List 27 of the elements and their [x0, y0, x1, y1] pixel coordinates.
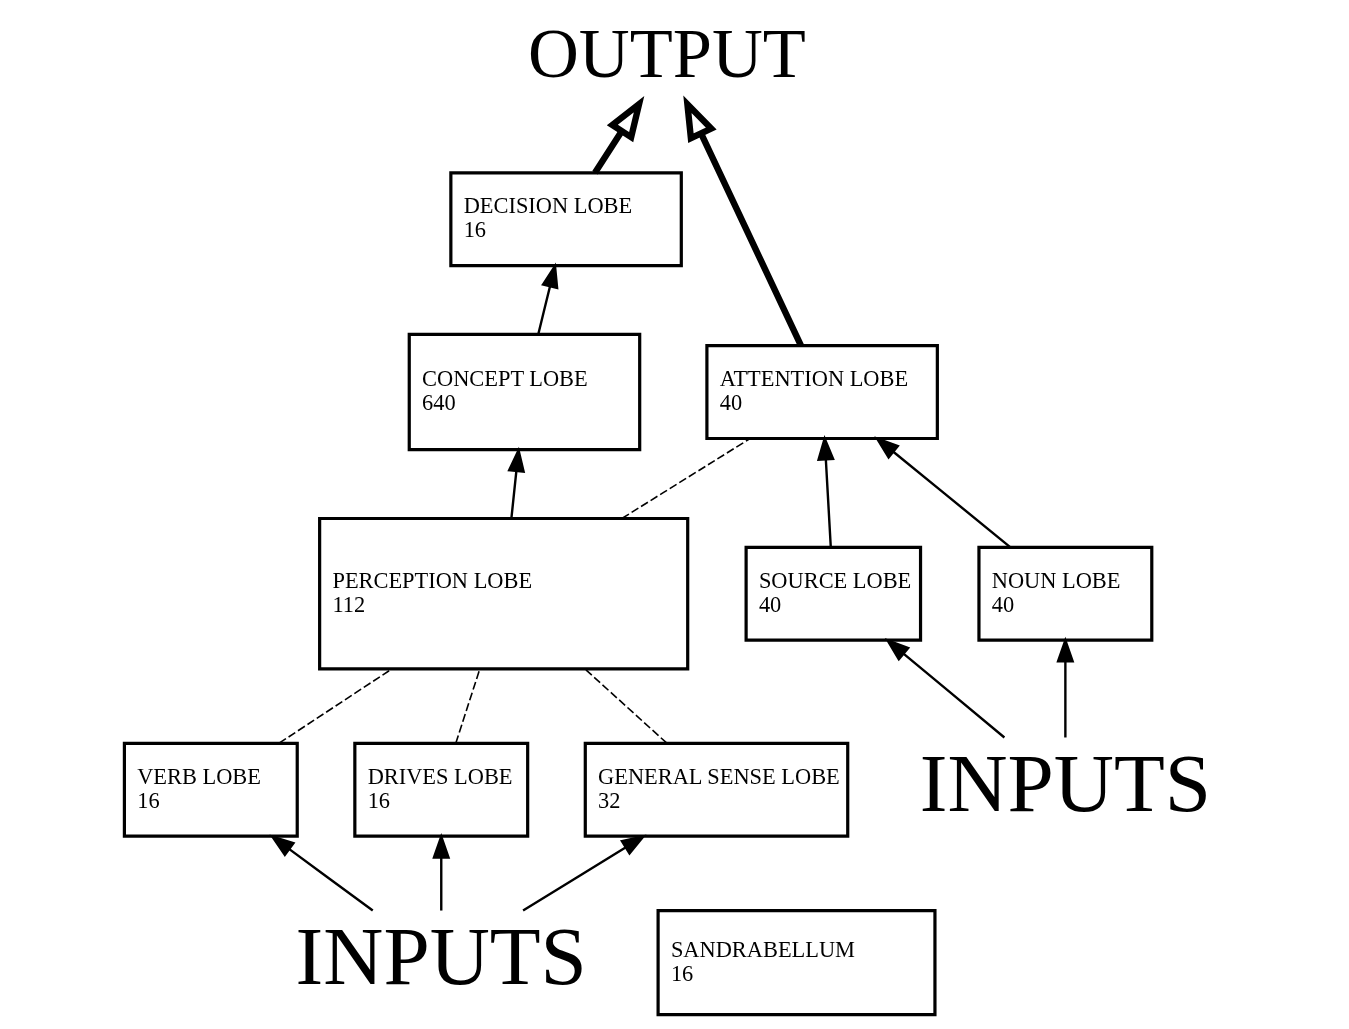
node-box: ATTENTION LOBE 40 [705, 344, 939, 441]
arrow [432, 833, 451, 911]
node-box: CONCEPT LOBE 640 [407, 332, 642, 452]
connector [584, 668, 668, 744]
arrow [816, 434, 835, 548]
arrow [537, 262, 559, 335]
node-box: VERB LOBE 16 [122, 741, 299, 838]
node-text: OUTPUT [528, 14, 806, 93]
node-box: NOUN LOBE 40 [977, 545, 1154, 642]
node-box: DRIVES LOBE 16 [353, 741, 530, 838]
arrow [592, 96, 645, 175]
node-box: PERCEPTION LOBE 112 [318, 516, 690, 671]
node-box: SANDRABELLUM 16 [656, 908, 937, 1017]
arrow [874, 436, 1011, 548]
arrow [507, 446, 526, 519]
node-text: INPUTS [919, 736, 1211, 829]
arrow [1056, 636, 1075, 738]
node-box: GENERAL SENSE LOBE 32 [583, 741, 850, 838]
connector [455, 668, 481, 744]
arrow [522, 834, 647, 912]
arrow [884, 638, 1006, 739]
node-text: INPUTS [295, 909, 587, 1002]
arrow [269, 834, 374, 912]
node-box: DECISION LOBE 16 [449, 171, 683, 268]
connector [621, 437, 751, 520]
arrow [683, 95, 804, 347]
node-box: SOURCE LOBE 40 [744, 545, 923, 642]
